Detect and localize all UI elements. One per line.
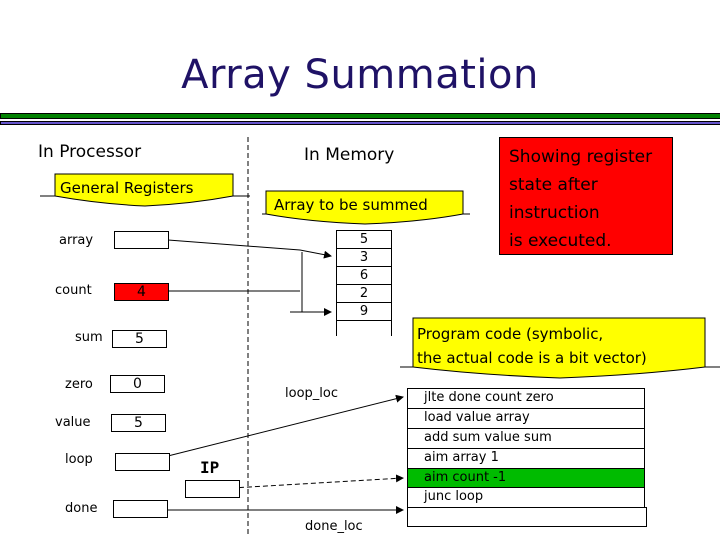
instruction-row bbox=[407, 507, 647, 527]
done-loc-label: done_loc bbox=[305, 519, 363, 534]
note-line: Showing register bbox=[509, 147, 653, 167]
memory-heading: In Memory bbox=[304, 145, 395, 165]
array-banner: Array to be summed bbox=[274, 196, 428, 214]
title-rule-green bbox=[0, 113, 720, 119]
general-registers-banner: General Registers bbox=[60, 179, 194, 197]
array-callout bbox=[262, 190, 470, 225]
instruction-row-current: aim count -1 bbox=[407, 468, 645, 488]
loop-pointer-line bbox=[139, 394, 404, 464]
memory-cell: 9 bbox=[336, 302, 392, 320]
program-banner-line-1: Program code (symbolic, bbox=[417, 325, 604, 343]
instruction-row: jlte done count zero bbox=[407, 388, 645, 408]
register-label-zero: zero bbox=[65, 377, 93, 392]
register-zero: 0 bbox=[110, 375, 165, 393]
register-label-count: count bbox=[55, 283, 92, 298]
program-banner-line-2: the actual code is a bit vector) bbox=[417, 349, 647, 367]
program-banner: Program code (symbolic, the actual code … bbox=[417, 322, 647, 370]
register-label-sum: sum bbox=[75, 330, 103, 345]
register-loop bbox=[115, 453, 170, 471]
register-label-loop: loop bbox=[65, 452, 93, 467]
register-array bbox=[114, 231, 169, 249]
instruction-row: add sum value sum bbox=[407, 428, 645, 448]
register-value: 5 bbox=[111, 414, 166, 432]
memory-cell: 5 bbox=[336, 230, 392, 248]
instruction-row: load value array bbox=[407, 408, 645, 428]
register-sum: 5 bbox=[112, 330, 167, 348]
note-line: is executed. bbox=[509, 231, 612, 251]
processor-heading: In Processor bbox=[38, 142, 142, 162]
memory-cell: 3 bbox=[336, 248, 392, 266]
memory-cell: 6 bbox=[336, 266, 392, 284]
ip-pointer-line bbox=[214, 474, 404, 490]
general-registers-callout bbox=[40, 173, 250, 207]
ip-label: IP bbox=[200, 458, 220, 477]
register-label-array: array bbox=[59, 233, 94, 248]
register-label-value: value bbox=[55, 415, 91, 430]
loop-loc-label: loop_loc bbox=[285, 386, 338, 401]
note-line: instruction bbox=[509, 203, 600, 223]
instruction-row: aim array 1 bbox=[407, 448, 645, 468]
title-rule-blue bbox=[0, 121, 720, 125]
register-label-done: done bbox=[65, 501, 98, 516]
memory-cell bbox=[336, 320, 392, 336]
register-done bbox=[113, 500, 168, 518]
state-note: Showing register state after instruction… bbox=[499, 137, 673, 255]
instruction-row: junc loop bbox=[407, 487, 645, 507]
register-ip bbox=[185, 480, 240, 498]
memory-cell: 2 bbox=[336, 284, 392, 302]
register-count: 4 bbox=[114, 283, 169, 301]
page-title: Array Summation bbox=[181, 52, 539, 98]
note-line: state after bbox=[509, 175, 598, 195]
program-callout bbox=[400, 317, 720, 379]
